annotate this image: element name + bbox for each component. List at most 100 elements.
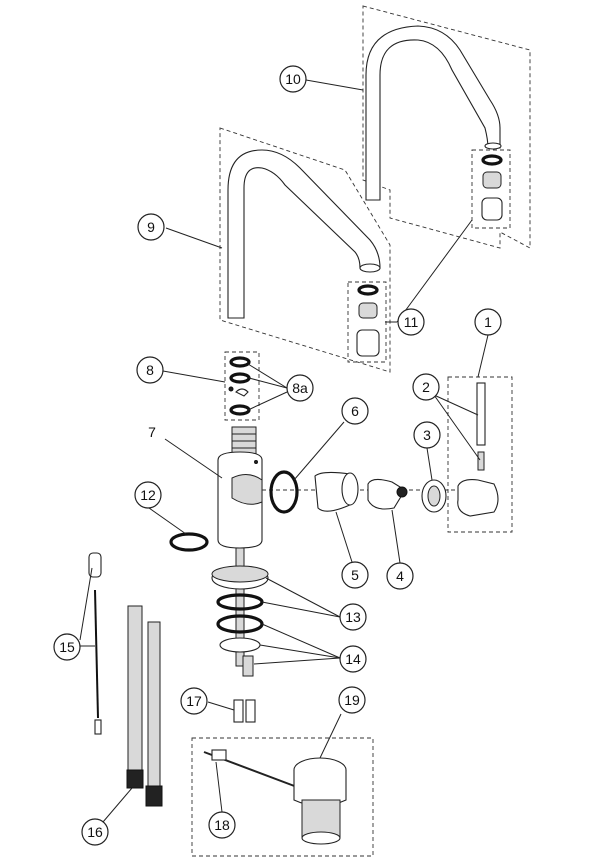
- callout-9: 9: [137, 213, 165, 241]
- callout-5-label: 5: [351, 567, 359, 583]
- supply-hoses: [88, 552, 163, 807]
- callout-13: 13: [339, 603, 367, 631]
- leader-14c: [253, 657, 341, 665]
- flex-hose-16-a: [127, 605, 143, 775]
- base-washer-13-top: [211, 565, 269, 583]
- leader-14a: [261, 623, 341, 659]
- cartridge-stem: [396, 486, 408, 498]
- lever-1-dashed-box: [447, 376, 513, 533]
- leader-3: [426, 447, 433, 481]
- callout-19-label: 19: [344, 692, 360, 708]
- leader-2a: [433, 394, 479, 416]
- seal-set-8-group: [224, 351, 260, 421]
- callout-15-label: 15: [59, 639, 75, 655]
- waste-19-dashed-box: [191, 737, 374, 857]
- spout-9-aerator-housing: [356, 329, 380, 357]
- tap-body-7-group: [217, 426, 263, 667]
- callout-2-label: 2: [422, 379, 430, 395]
- callout-8a: 8a: [286, 374, 314, 402]
- callout-9-label: 9: [147, 219, 155, 235]
- flex-hose-16-a-nut: [126, 769, 144, 789]
- seal-set-8-dashed-box: [224, 351, 260, 421]
- callout-15: 15: [53, 633, 81, 661]
- leader-9: [165, 227, 223, 249]
- callout-4: 4: [386, 562, 414, 590]
- o-ring-8a-bottom: [229, 404, 251, 416]
- callout-16-label: 16: [87, 824, 103, 840]
- leader-17: [207, 701, 235, 711]
- spout-10-outline: [365, 25, 501, 201]
- callout-18: 18: [208, 811, 236, 839]
- leader-14b: [259, 644, 341, 659]
- leader-12: [148, 507, 187, 535]
- callout-5: 5: [341, 561, 369, 589]
- spout-10-aerator-housing: [481, 197, 503, 221]
- callout-17: 17: [180, 687, 208, 715]
- o-ring-6: [269, 470, 299, 514]
- stud-17-a: [233, 699, 244, 723]
- callout-19: 19: [338, 686, 366, 714]
- cartridge-assembly: [262, 376, 513, 533]
- flex-hose-16-b-nut: [145, 785, 163, 807]
- leader-4: [391, 509, 401, 564]
- spout-9-tip: [359, 263, 381, 273]
- o-ring-12: [169, 532, 209, 552]
- cartridge-4: [367, 478, 406, 510]
- threaded-rod: [235, 547, 245, 667]
- spout-10-seal-ring: [481, 154, 503, 166]
- callout-6-label: 6: [351, 403, 359, 419]
- callout-11: 11: [397, 308, 425, 336]
- leader-7: [164, 438, 223, 479]
- callout-8: 8: [136, 356, 164, 384]
- leader-18: [215, 761, 223, 813]
- handle-knob: [457, 479, 499, 517]
- sleeve-5-end: [341, 472, 359, 506]
- callout-2: 2: [412, 373, 440, 401]
- leader-1: [477, 334, 489, 378]
- callout-1-label: 1: [484, 314, 492, 330]
- spout-9-dashed-box: [219, 127, 391, 373]
- o-ring-8a-middle: [229, 372, 251, 384]
- lever-rod-2: [476, 382, 486, 446]
- spout-10-aerator-box: [471, 149, 511, 229]
- waste-body-bottom: [301, 831, 341, 845]
- callout-3: 3: [413, 421, 441, 449]
- callout-4-label: 4: [396, 568, 404, 584]
- callout-10: 10: [279, 65, 307, 93]
- leader-8: [162, 370, 226, 383]
- leader-5: [335, 511, 353, 563]
- spout-9-seal-ring: [357, 284, 379, 296]
- flex-hose-16-b: [147, 621, 161, 791]
- spout-9-aerator: [358, 302, 378, 319]
- leader-8a-a: [247, 363, 288, 389]
- callout-7: 7: [148, 424, 156, 440]
- leader-8a-b: [248, 377, 288, 389]
- leader-6: [293, 421, 345, 481]
- mounting-hardware: [169, 532, 269, 723]
- callout-18-label: 18: [214, 817, 230, 833]
- leader-2b: [433, 394, 481, 461]
- washer-14-flat: [219, 637, 261, 653]
- body-dot: [254, 460, 258, 464]
- nut-14: [242, 655, 254, 677]
- callout-14: 14: [339, 645, 367, 673]
- o-ring-8a-top: [229, 356, 251, 368]
- leader-19: [319, 713, 342, 759]
- rod-clamp-18: [211, 749, 227, 761]
- body-outlet: [231, 474, 263, 505]
- leader-13a: [265, 577, 341, 618]
- callout-8-label: 8: [146, 362, 154, 378]
- grub-screw-2: [477, 451, 485, 471]
- clip-pin: [228, 386, 234, 392]
- callout-12: 12: [134, 481, 162, 509]
- callout-11-label: 11: [404, 314, 419, 330]
- leader-15a: [79, 567, 93, 641]
- spout-10-aerator: [482, 171, 502, 189]
- callout-3-label: 3: [423, 427, 431, 443]
- callout-7-label: 7: [148, 424, 156, 440]
- spout-9-outline: [227, 149, 381, 319]
- pull-rod-15: [94, 589, 99, 719]
- spout-10-tip: [484, 142, 502, 150]
- retaining-clip: [235, 388, 249, 397]
